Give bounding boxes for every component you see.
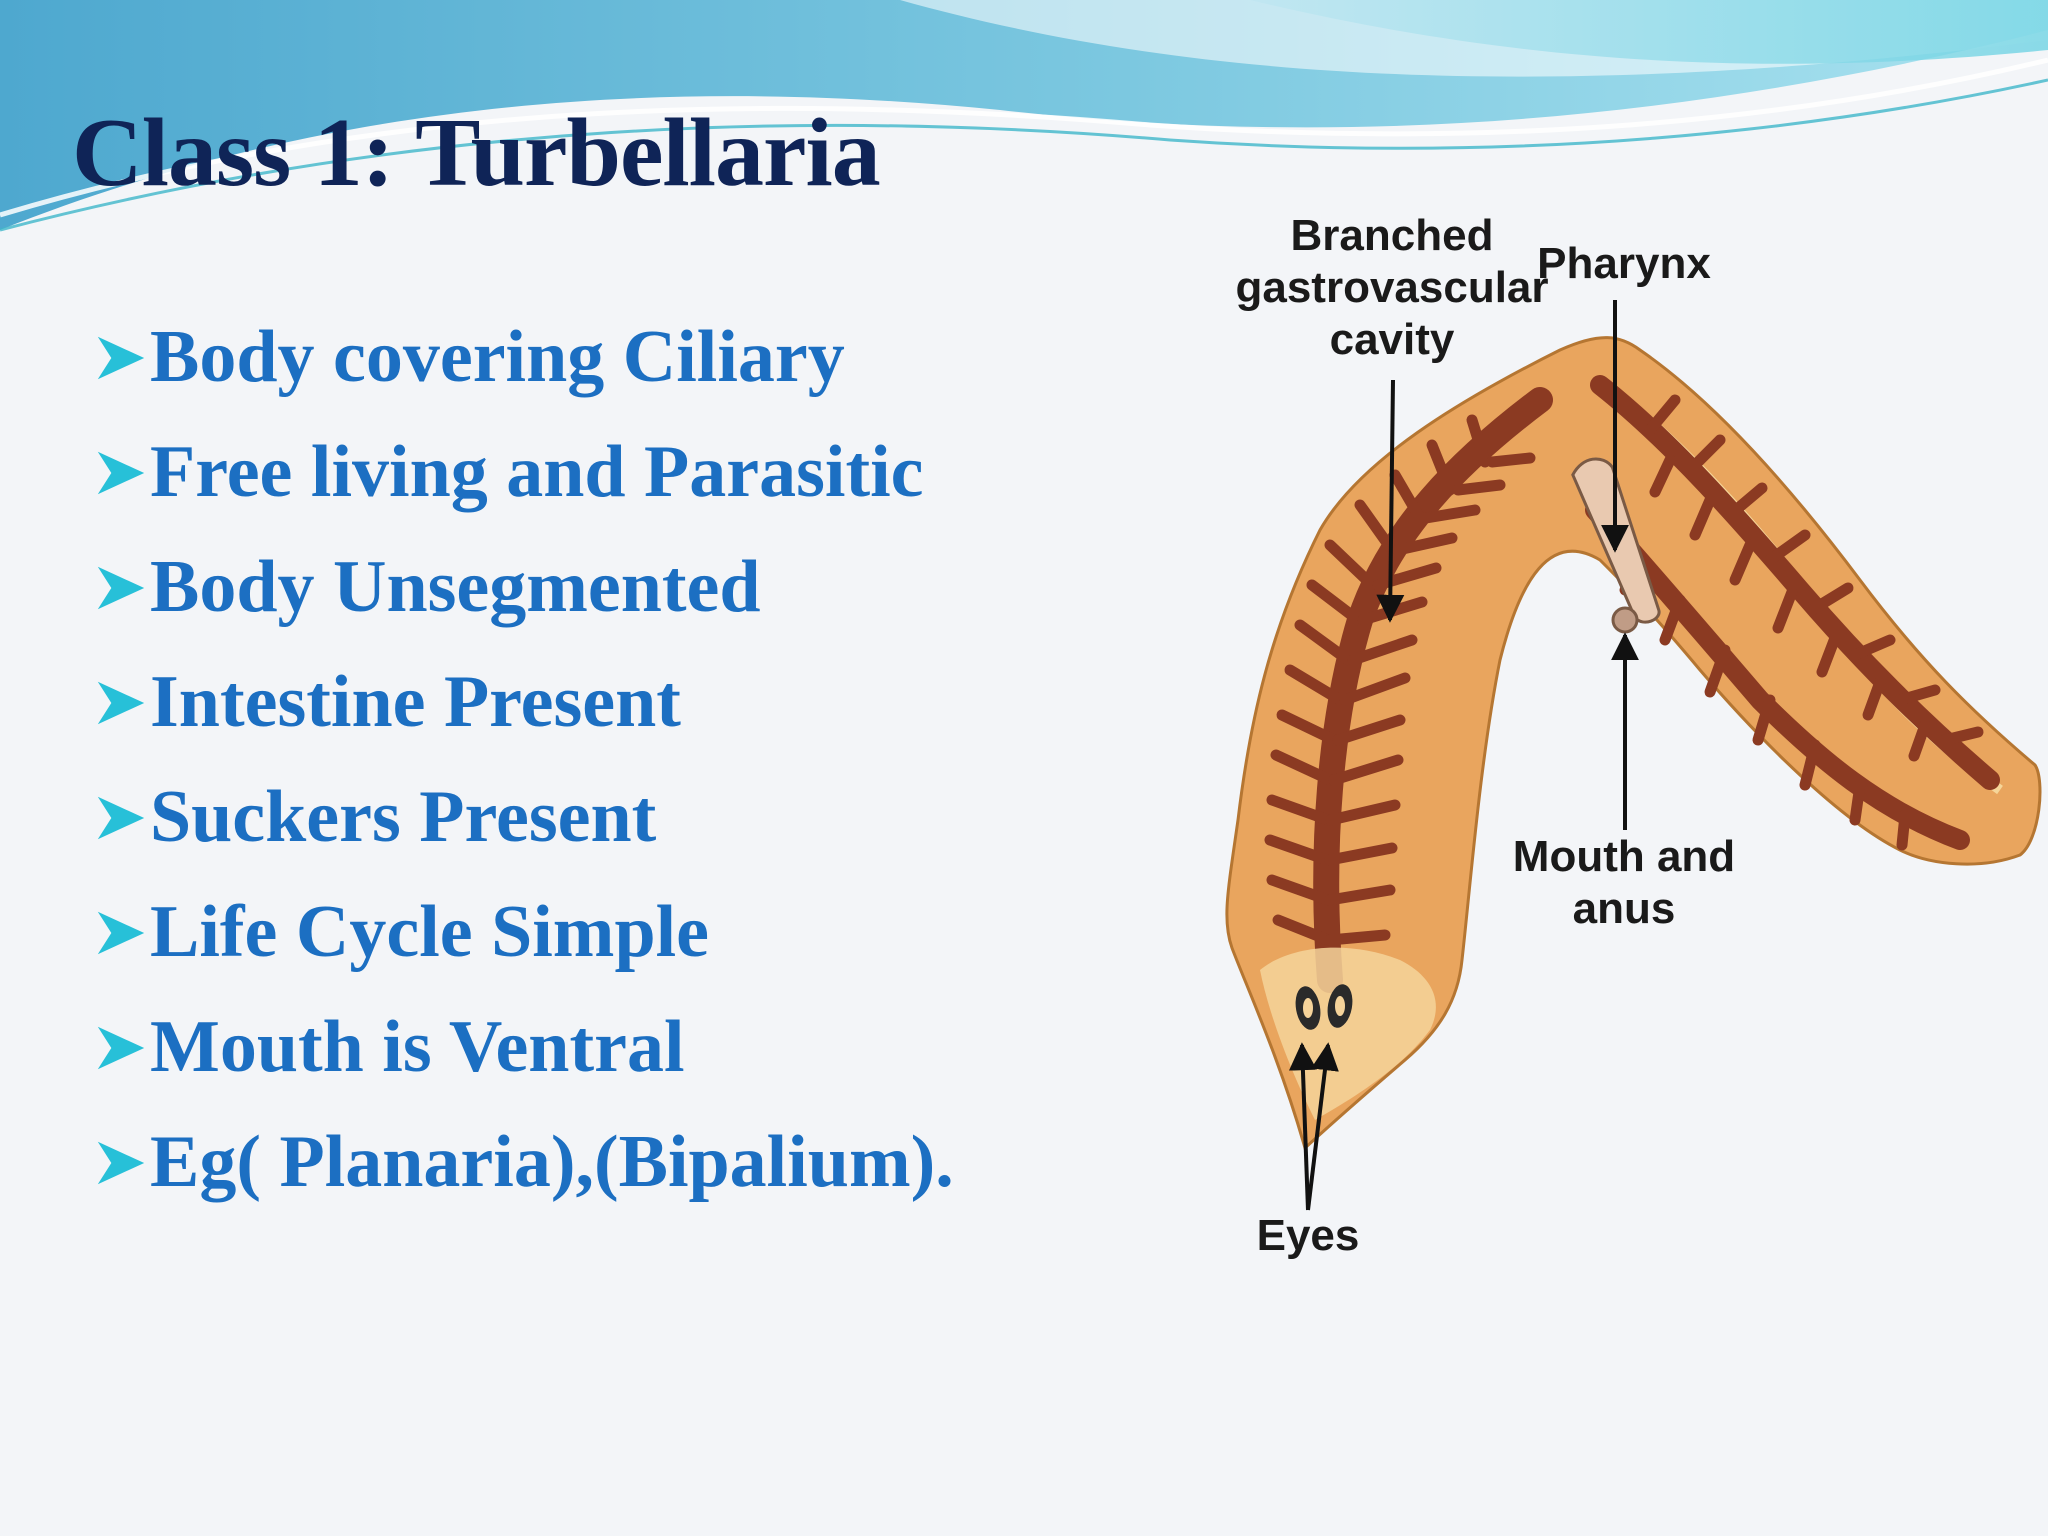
pharynx-label: Pharynx — [1537, 239, 1711, 288]
eyes-arrow-left — [1288, 1042, 1317, 1211]
bullet-item: Eg( Planaria),(Bipalium). — [92, 1105, 954, 1220]
right-eye-highlight — [1335, 996, 1345, 1016]
bullet-text: Body covering Ciliary — [150, 316, 845, 398]
arrow-bullet-icon — [97, 336, 145, 379]
gut-label-line3: cavity — [1330, 315, 1455, 364]
gut-label-line2: gastrovascular — [1235, 263, 1548, 312]
gut-label-line1: Branched — [1291, 211, 1494, 260]
arrow-bullet-icon — [97, 681, 145, 724]
arrow-bullet-icon — [97, 1141, 145, 1184]
bullet-item: Intestine Present — [92, 645, 954, 760]
bullet-item: Free living and Parasitic — [92, 415, 954, 530]
bullet-text: Free living and Parasitic — [150, 431, 924, 513]
arrow-bullet-icon — [97, 796, 145, 839]
arrow-bullet-icon — [97, 566, 145, 609]
slide-title: Class 1: Turbellaria — [72, 99, 881, 207]
gut-arrow — [1376, 379, 1405, 623]
bullet-text: Intestine Present — [150, 661, 681, 743]
bullet-item: Mouth is Ventral — [92, 990, 954, 1105]
mouth-label-line1: Mouth and — [1513, 832, 1735, 881]
planarian-diagram: Branched gastrovascular cavity Pharynx M… — [1225, 211, 2042, 1260]
bullet-item: Life Cycle Simple — [92, 875, 954, 990]
eyes-label: Eyes — [1257, 1211, 1360, 1260]
arrow-bullet-icon — [97, 911, 145, 954]
bullet-text: Mouth is Ventral — [150, 1006, 685, 1088]
left-eye-highlight — [1303, 998, 1313, 1018]
bullet-item: Body covering Ciliary — [92, 300, 954, 415]
mouth-label-line2: anus — [1573, 884, 1676, 933]
bullet-text: Suckers Present — [150, 776, 657, 858]
arrow-bullet-icon — [97, 1026, 145, 1069]
bullet-item: Body Unsegmented — [92, 530, 954, 645]
mouth-opening — [1611, 606, 1639, 634]
bullet-text: Life Cycle Simple — [150, 891, 710, 973]
bullet-text: Eg( Planaria),(Bipalium). — [150, 1121, 954, 1203]
header-wave-decoration — [0, 0, 2048, 232]
bullet-list: Body covering Ciliary Free living and Pa… — [92, 300, 954, 1220]
bullet-item: Suckers Present — [92, 760, 954, 875]
head-region — [1260, 947, 1436, 1120]
eyes-arrow-right — [1306, 1042, 1339, 1211]
arrow-bullet-icon — [97, 451, 145, 494]
gut-branches — [1264, 394, 1984, 946]
bullet-text: Body Unsegmented — [150, 546, 761, 628]
